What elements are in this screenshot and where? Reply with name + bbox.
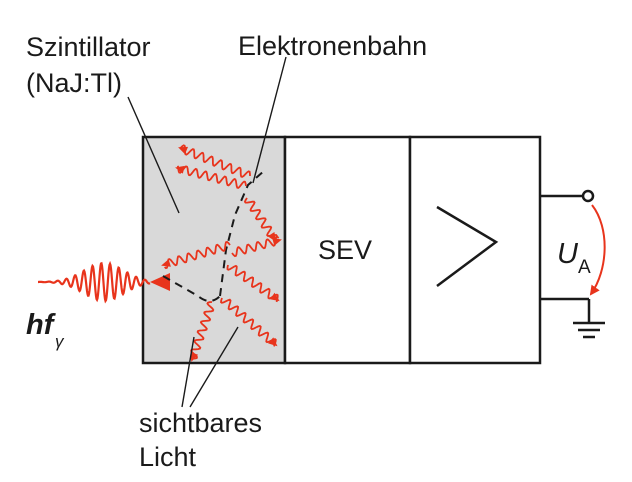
amplifier-box — [408, 135, 542, 365]
terminal-circle-icon — [581, 189, 595, 203]
amplifier-triangle-icon — [436, 205, 499, 288]
ground-icon — [573, 321, 605, 339]
pmt-label: SEV — [318, 235, 372, 265]
output-voltage-arc — [589, 204, 606, 296]
light-ray-5 — [231, 235, 280, 258]
electron-path-label: Elektronenbahn — [238, 31, 427, 61]
light-ray-arrow-4 — [161, 259, 171, 267]
light-ray-8 — [220, 297, 277, 347]
electron-path-segment-2 — [219, 169, 266, 297]
output-voltage-label: U — [557, 238, 579, 270]
light-ray-2 — [177, 165, 247, 189]
electron-path-segment-1 — [162, 275, 221, 302]
photomultiplier-box — [283, 135, 412, 365]
gamma-photon-wave — [38, 260, 151, 304]
light-leader-line-2 — [189, 326, 239, 408]
photon-energy-label: hf — [26, 309, 57, 341]
photon-energy-subscript: γ — [55, 332, 65, 351]
light-ray-6 — [226, 264, 279, 303]
light-ray-4 — [164, 240, 231, 270]
light-ray-arrow-2 — [175, 165, 185, 174]
light-ray-arrow-8 — [268, 337, 278, 347]
scintillator-material-label: (NaJ:Tl) — [26, 68, 122, 98]
electron-path-leader-line — [252, 56, 287, 184]
light-ray-7 — [189, 301, 215, 360]
light-ray-arrow-6 — [270, 292, 280, 302]
scintillator-label: Szintillator — [26, 32, 151, 62]
visible-light-label: sichtbares — [139, 408, 262, 438]
light-ray-arrow-5 — [272, 238, 282, 246]
scintillator-leader-line — [127, 96, 180, 214]
light-ray-arrow-7 — [190, 352, 199, 362]
output-voltage-subscript: A — [578, 257, 591, 278]
scintillation-light-rays — [161, 144, 282, 362]
light-ray-1 — [179, 144, 251, 178]
light-ray-arrow-1 — [178, 146, 188, 155]
scintillator-crystal — [141, 135, 287, 365]
light-leader-line-1 — [181, 336, 195, 408]
light-ray-3 — [243, 197, 278, 241]
visible-light-label-line2: Licht — [139, 442, 197, 472]
